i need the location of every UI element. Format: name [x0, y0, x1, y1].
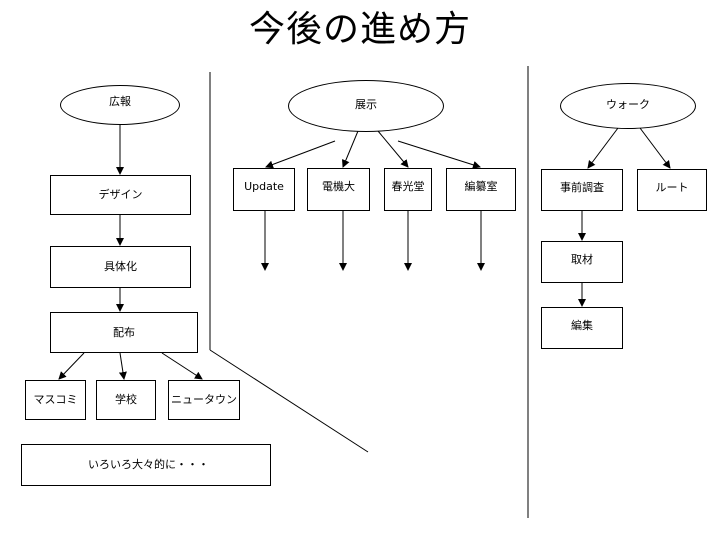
- node-misc: いろいろ大々的に・・・: [21, 444, 271, 486]
- node-jizen-chosa: 事前調査: [541, 169, 623, 211]
- node-koho: 広報: [60, 85, 180, 125]
- node-henshu: 編集: [541, 307, 623, 349]
- page-title: 今後の進め方: [248, 9, 471, 50]
- node-gakko: 学校: [96, 380, 156, 420]
- node-hensanshitsu: 編纂室: [446, 168, 516, 211]
- arrow-tenji-denkidai: [342, 130, 359, 168]
- node-gutaika: 具体化: [50, 246, 191, 288]
- arrow-haifu-newtown: [161, 352, 203, 380]
- node-tenji: 展示: [288, 80, 444, 132]
- node-shunkodo: 春光堂: [384, 168, 432, 211]
- arrow-haifu-masukomi: [58, 352, 85, 380]
- arrow-tenji-shunkodo: [377, 130, 409, 168]
- node-walk: ウォーク: [560, 83, 696, 129]
- divider-diagonal: [209, 349, 369, 453]
- node-haifu: 配布: [50, 312, 198, 353]
- node-denkidai: 電機大: [307, 168, 370, 211]
- arrow-tenji-update: [265, 140, 336, 169]
- node-route: ルート: [637, 169, 707, 211]
- arrow-tenji-hensanshitsu: [397, 140, 481, 169]
- node-newtown: ニュータウン: [168, 380, 240, 420]
- arrow-walk-route: [639, 127, 671, 169]
- node-design: デザイン: [50, 175, 191, 215]
- arrow-walk-jizen: [587, 127, 619, 169]
- node-update: Update: [233, 168, 295, 211]
- node-shuzai: 取材: [541, 241, 623, 283]
- arrow-haifu-gakko: [118, 352, 127, 380]
- node-masukomi: マスコミ: [25, 380, 86, 420]
